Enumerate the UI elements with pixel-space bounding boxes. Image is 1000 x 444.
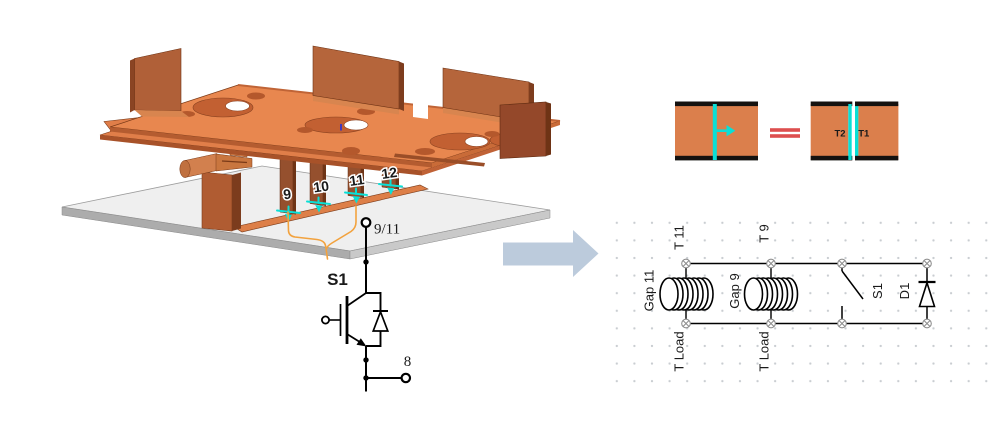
gap-11-label: Gap 11 [642, 270, 657, 312]
terminal-face-t1 [855, 104, 859, 160]
node-9-11-label: 9/11 [374, 222, 400, 238]
gap-schematic: Gap 11 T 11 T Load Gap 9 T 9 T Load S1 D… [642, 224, 936, 372]
gap-9-label: Gap 9 [727, 273, 742, 308]
transform-arrow-icon [503, 230, 599, 277]
antiparallel-diode [366, 292, 390, 347]
plate-cutout [413, 101, 428, 119]
cut-plane-line [712, 104, 717, 160]
t-load-label-1: T Load [672, 331, 687, 371]
plate-slot [394, 153, 485, 167]
node-8-label: 8 [404, 354, 412, 370]
t-load-label-2: T Load [757, 331, 772, 371]
node-9-11-terminal [360, 217, 372, 228]
pin-terminal-markers [276, 179, 403, 222]
schematic-nodes [681, 258, 932, 329]
busbar-flag-1 [130, 48, 189, 117]
pin-group-brace [287, 205, 357, 260]
t-11-label: T 11 [672, 225, 687, 250]
schematic-s1-label: S1 [870, 283, 885, 299]
split-block-t2 [810, 104, 849, 160]
pin-label-10: 10 [312, 177, 330, 195]
split-block-t1 [858, 104, 899, 160]
terminal-t2-label: T2 [834, 129, 845, 140]
igbt-symbol [320, 292, 367, 347]
inductor-gap-11 [659, 277, 714, 311]
block-equivalence: T2 T1 [675, 101, 899, 161]
baseplate [61, 165, 551, 260]
busbar-top-plate [109, 84, 561, 168]
gate-terminal [320, 315, 330, 325]
current-direction-arrow-icon [716, 125, 736, 137]
diode-d1-symbol [918, 263, 936, 324]
igbt-circuit: S1 9/11 8 [320, 217, 412, 392]
t-9-label: T 9 [757, 224, 772, 243]
busbar-3d-model: 9 10 11 12 [61, 45, 561, 260]
schematic-d1-label: D1 [897, 283, 912, 300]
equals-icon [770, 128, 800, 138]
pin-label-11: 11 [348, 171, 365, 189]
switch-s1-symbol [841, 263, 864, 324]
busbar-flag-4 [499, 101, 551, 159]
switch-s1-label: S1 [327, 270, 348, 289]
busbar-pin-9 [279, 147, 296, 215]
node-8-terminal [400, 372, 412, 384]
pin-label-12: 12 [380, 164, 398, 182]
terminal-t1-label: T1 [858, 129, 870, 140]
terminal-face-t2 [848, 104, 852, 160]
busbar-flag-2 [312, 45, 404, 115]
inductor-gap-9 [743, 277, 799, 311]
cylinder-cap [179, 160, 191, 178]
